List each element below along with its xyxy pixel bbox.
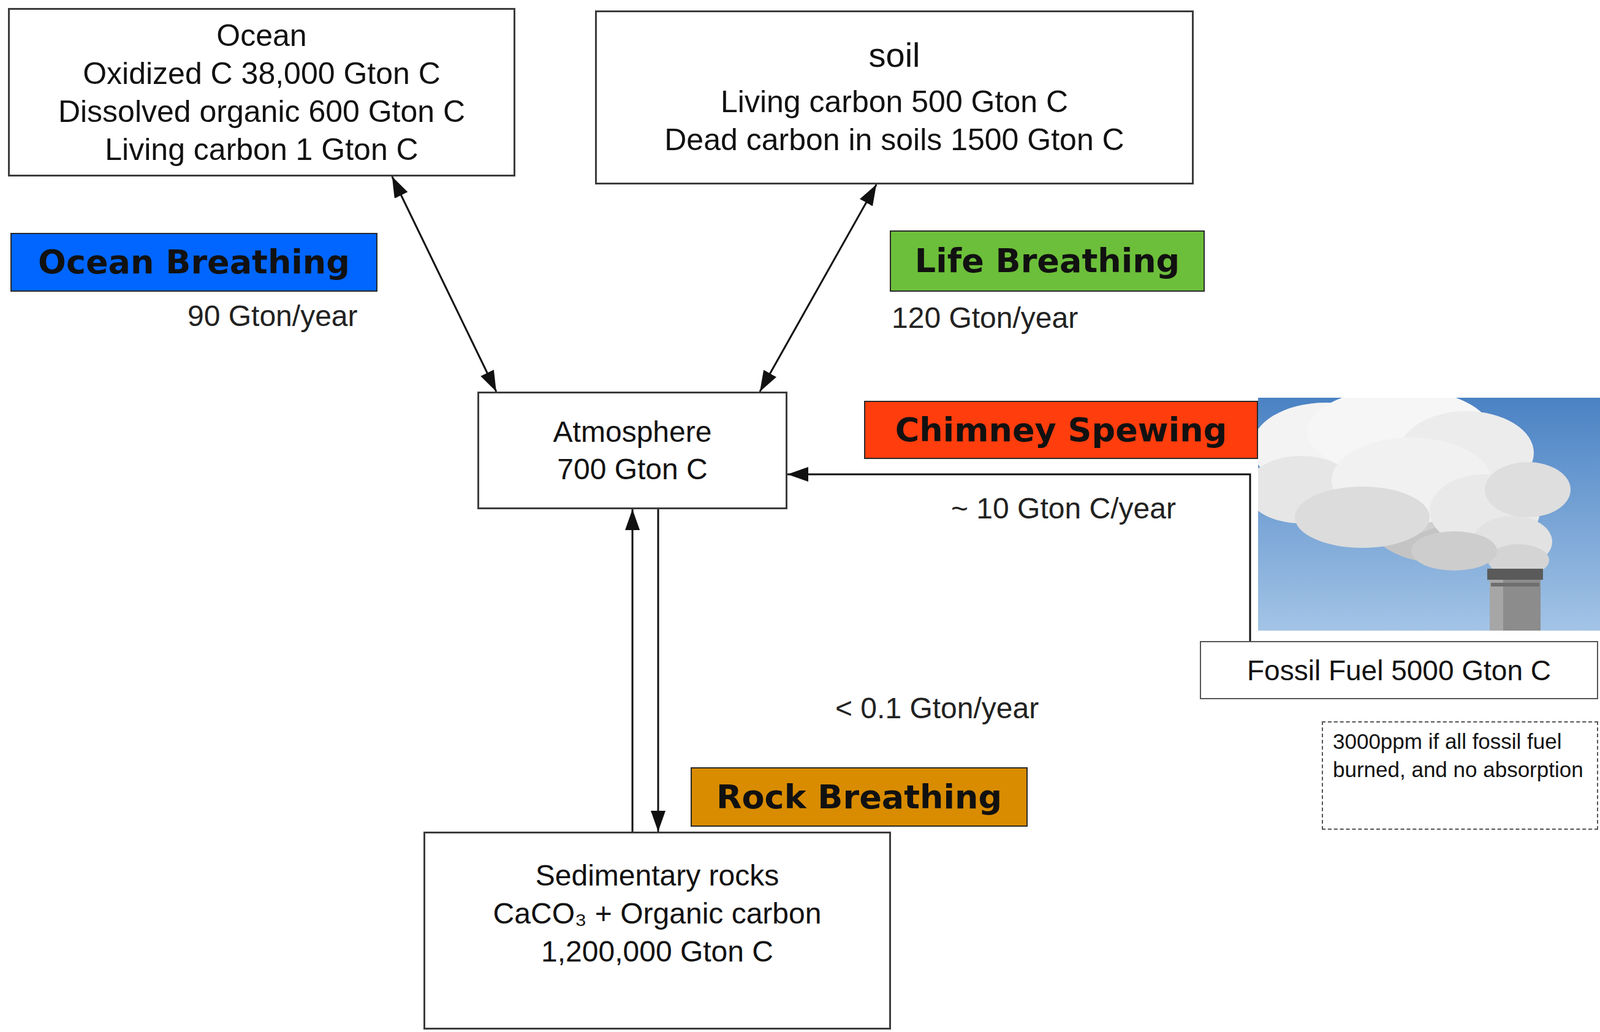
flow-arrow — [392, 176, 497, 392]
node-title: Ocean Breathing — [37, 242, 350, 283]
node-title: Atmosphere — [553, 413, 713, 451]
process-tag: Ocean Breathing — [10, 232, 378, 292]
node-text: Dissolved organic 600 Gton C — [58, 92, 466, 131]
flow-rate: < 0.1 Gton/year — [831, 691, 1043, 726]
node-title: Ocean — [216, 16, 307, 55]
node-text: CaCO₃ + Organic carbon — [493, 894, 822, 933]
node-title: 3000ppm if all fossil fuel burned, and n… — [1332, 727, 1588, 784]
reservoir-box: Sedimentary rocksCaCO₃ + Organic carbon1… — [423, 831, 891, 1030]
flow-arrow — [631, 509, 634, 832]
reservoir-box: soilLiving carbon 500 Gton CDead carbon … — [595, 10, 1194, 185]
node-title: Chimney Spewing — [895, 409, 1228, 451]
process-tag: Chimney Spewing — [864, 400, 1259, 459]
chimney-photo — [1258, 397, 1600, 631]
smoke — [1258, 397, 1571, 577]
smoke-puff — [1411, 531, 1498, 571]
process-tag: Rock Breathing — [690, 767, 1028, 827]
process-tag: Life Breathing — [889, 230, 1205, 292]
node-text: Living carbon 1 Gton C — [104, 130, 418, 169]
node-title: Fossil Fuel 5000 Gton C — [1247, 653, 1551, 688]
flow-arrow — [657, 509, 660, 832]
reservoir-box: Atmosphere700 Gton C — [477, 391, 788, 510]
smoke-puff — [1484, 462, 1571, 518]
node-text: Oxidized C 38,000 Gton C — [82, 54, 441, 93]
flow-arrow — [787, 474, 1251, 641]
flow-rate: 120 Gton/year — [887, 300, 1082, 336]
flow-arrow — [759, 184, 877, 392]
note-box: 3000ppm if all fossil fuel burned, and n… — [1321, 721, 1599, 830]
node-text: 700 Gton C — [557, 450, 708, 488]
node-text: Living carbon 500 Gton C — [720, 82, 1069, 121]
node-title: Life Breathing — [914, 240, 1181, 282]
node-title: Rock Breathing — [716, 777, 1002, 818]
chimney — [1487, 568, 1544, 631]
chimney-highlight — [1489, 571, 1504, 631]
node-title: soil — [868, 36, 920, 75]
flow-rate: 90 Gton/year — [183, 299, 362, 334]
chimney-stack — [1489, 571, 1541, 631]
reservoir-box: Fossil Fuel 5000 Gton C — [1199, 640, 1599, 700]
reservoir-box: OceanOxidized C 38,000 Gton CDissolved o… — [7, 7, 516, 177]
chimney-band — [1490, 582, 1540, 587]
node-title: Sedimentary rocks — [535, 856, 779, 895]
flow-rate: ~ 10 Gton C/year — [947, 491, 1180, 526]
smoke-puff — [1294, 486, 1430, 548]
chimney-cap — [1487, 568, 1544, 580]
node-text: 1,200,000 Gton C — [541, 932, 774, 971]
node-text: Dead carbon in soils 1500 Gton C — [664, 120, 1124, 159]
